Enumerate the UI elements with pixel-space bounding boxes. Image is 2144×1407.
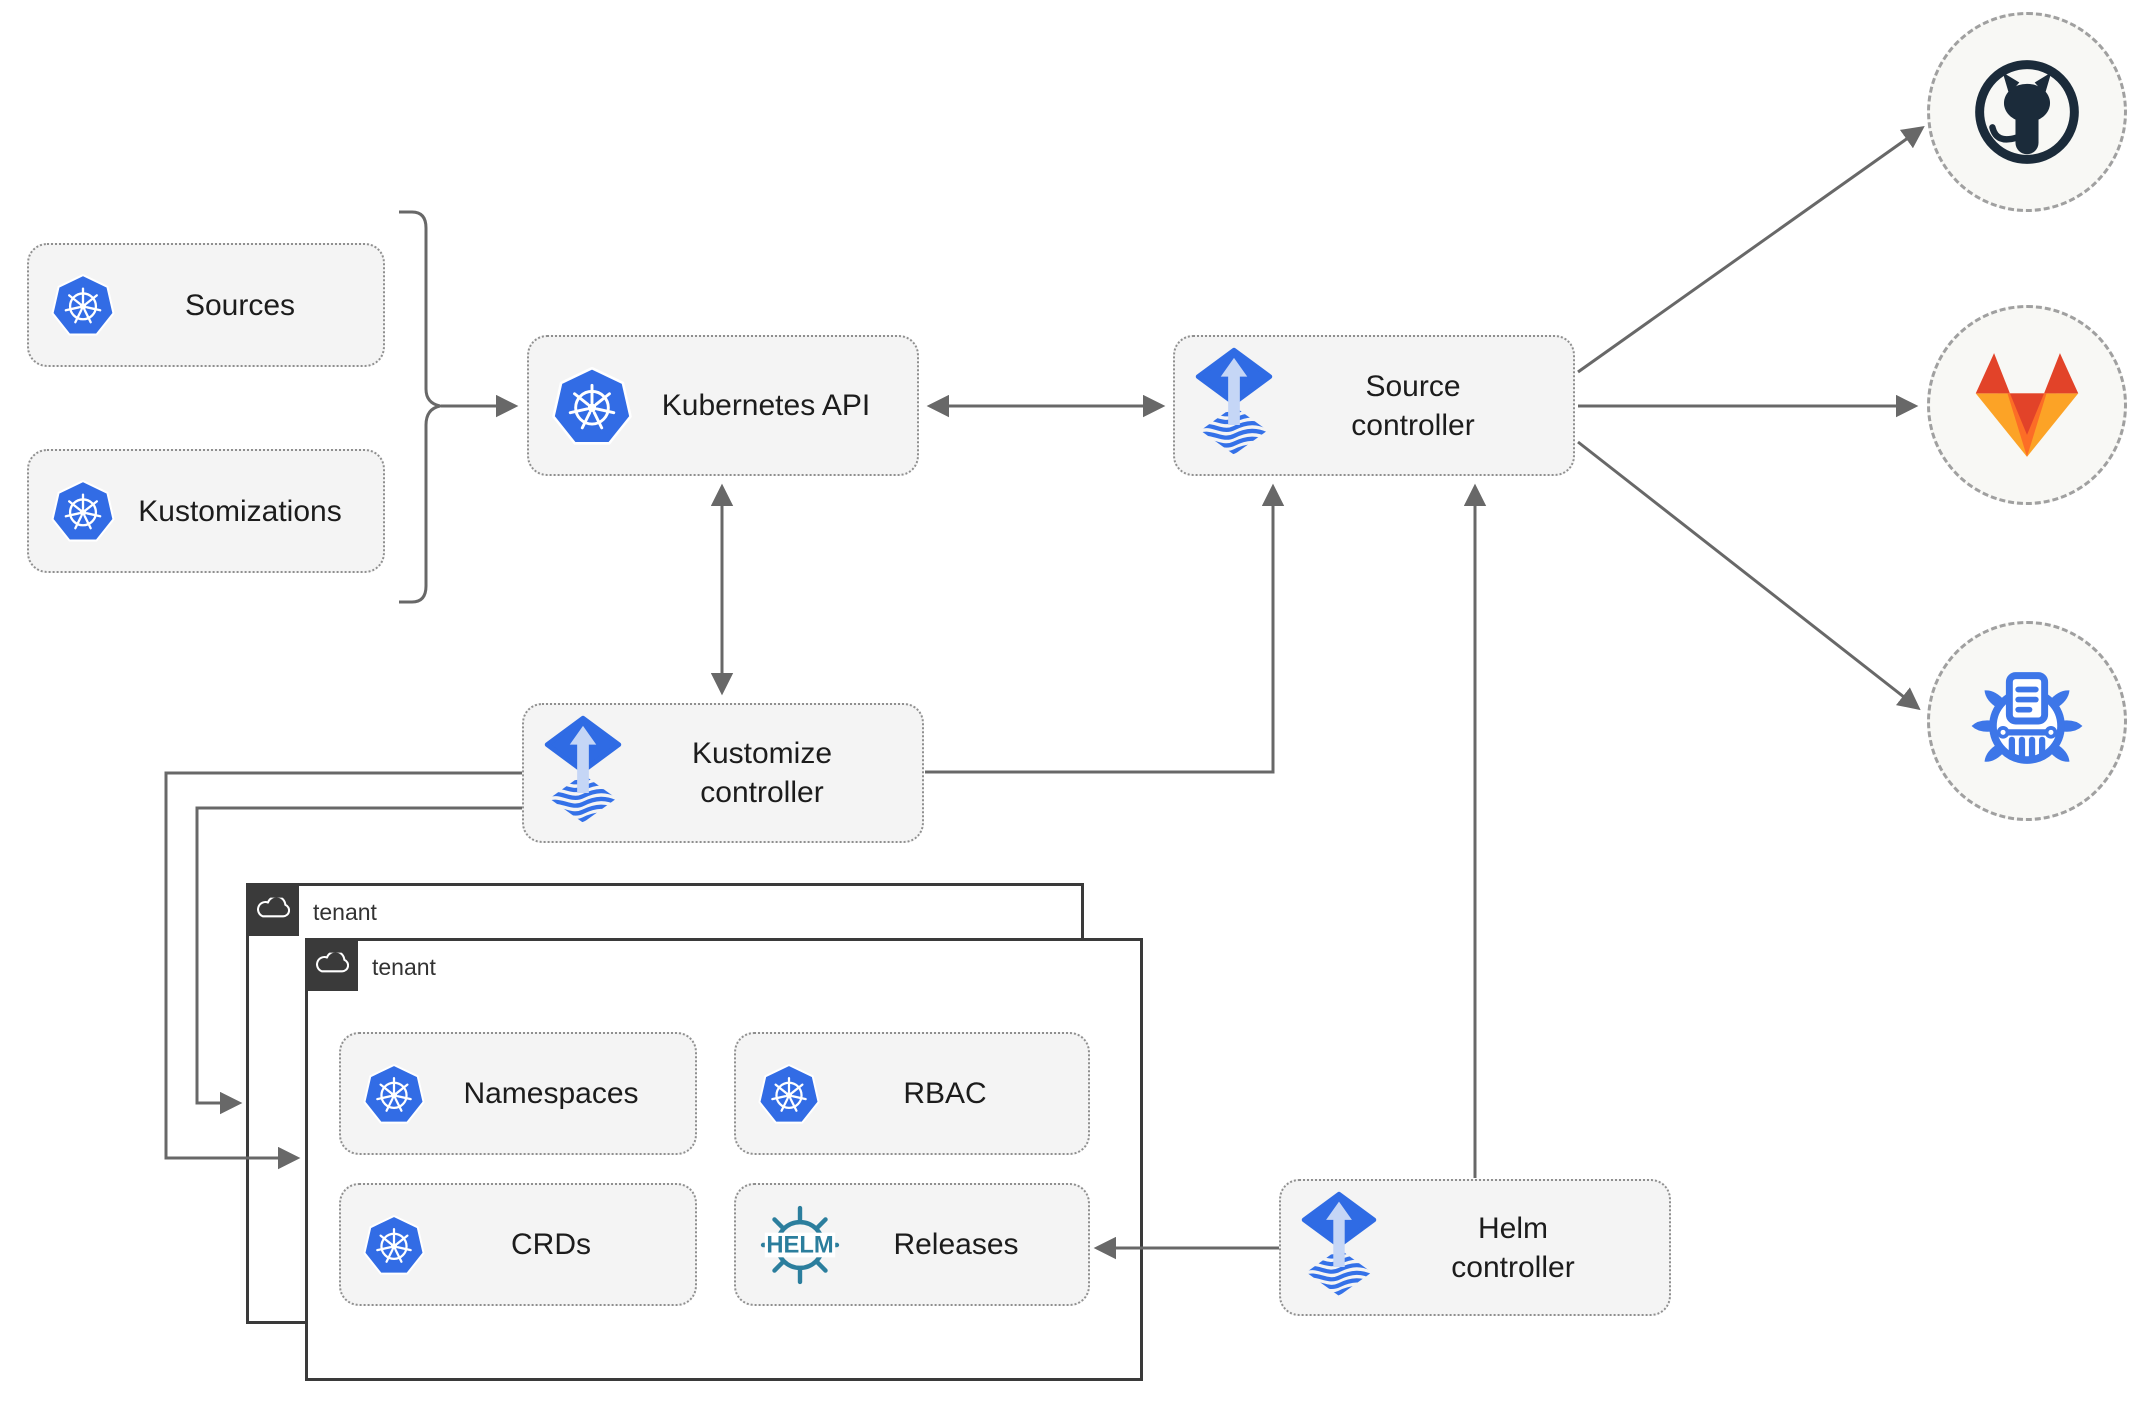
- node-namespaces-label: Namespaces: [463, 1077, 639, 1110]
- node-crds-label: CRDs: [511, 1228, 591, 1261]
- node-source-controller-label: Source controller: [1351, 369, 1475, 442]
- node-rbac: RBAC: [734, 1032, 1090, 1155]
- flux-icon: [544, 715, 622, 832]
- node-kubernetes-api: Kubernetes API: [527, 335, 919, 476]
- endpoint-github: [1927, 12, 2127, 212]
- kubernetes-icon: [756, 1061, 822, 1127]
- node-sources: Sources: [27, 243, 385, 367]
- node-releases-label: Releases: [893, 1228, 1019, 1261]
- flux-icon: [1195, 347, 1273, 464]
- kubernetes-icon: [49, 477, 117, 545]
- node-namespaces: Namespaces: [339, 1032, 697, 1155]
- endpoint-harbor: [1927, 621, 2127, 821]
- arrow-kustomize-to-inner-tenant: [164, 771, 522, 1170]
- kubernetes-icon: [549, 363, 635, 449]
- gitlab-tanuki-icon: [1975, 353, 2079, 457]
- arrow-kustomize-to-source-controller: [925, 483, 1285, 774]
- node-kubernetes-api-label: Kubernetes API: [661, 389, 871, 422]
- kubernetes-icon: [49, 271, 117, 339]
- helm-icon: HELM: [756, 1201, 844, 1289]
- arrow-kustomize-to-outer-tenant: [195, 806, 522, 1115]
- harbor-registry-icon: [1971, 672, 2083, 764]
- bracket-sources-kustomizations: [399, 210, 442, 604]
- flux-icon: [1301, 1191, 1377, 1305]
- kubernetes-icon: [361, 1212, 427, 1278]
- node-kustomize-controller-label: Kustomize controller: [691, 737, 833, 809]
- node-releases: HELM Releases: [734, 1183, 1090, 1306]
- arrow-source-controller-to-harbor: [1577, 440, 1921, 711]
- node-source-controller: Source controller: [1173, 335, 1575, 476]
- tenant-outer-label: tenant: [313, 899, 377, 925]
- node-helm-controller-label: Helm controller: [1451, 1211, 1575, 1284]
- helm-wordmark: HELM: [766, 1231, 833, 1258]
- tenant-inner-box: tenant: [305, 938, 1143, 1381]
- github-octocat-icon: [1975, 60, 2079, 164]
- kubernetes-icon: [361, 1061, 427, 1127]
- node-rbac-label: RBAC: [903, 1077, 987, 1110]
- endpoint-gitlab: [1927, 305, 2127, 505]
- node-crds: CRDs: [339, 1183, 697, 1306]
- tenant-outer-tab: [246, 883, 299, 936]
- node-kustomize-controller: Kustomize controller: [522, 703, 924, 843]
- node-kustomizations: Kustomizations: [27, 449, 385, 573]
- arrow-source-controller-to-github: [1577, 126, 1925, 374]
- tenant-inner-tab: [305, 938, 358, 991]
- node-kustomizations-label: Kustomizations: [138, 494, 342, 528]
- node-helm-controller: Helm controller: [1279, 1179, 1671, 1316]
- tenant-inner-label: tenant: [372, 954, 436, 980]
- node-sources-label: Sources: [184, 288, 296, 322]
